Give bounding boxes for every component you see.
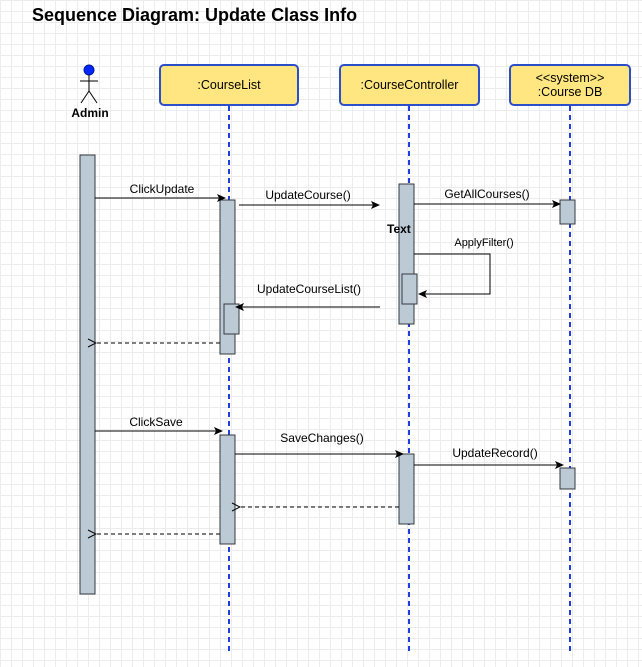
msg-clickupdate-label: ClickUpdate	[129, 182, 195, 196]
admin-actor-label: Admin	[71, 106, 109, 120]
courselist-activation-nested	[223, 303, 240, 335]
lifeline-courselist[interactable]: :CourseList	[159, 64, 299, 106]
msg-updatecourse-label: UpdateCourse()	[265, 188, 351, 202]
coursedb-activation-2	[559, 467, 576, 490]
coursecontroller-activation-2	[398, 453, 415, 525]
coursecontroller-activation-nested	[401, 273, 418, 305]
admin-activation	[79, 154, 96, 595]
lifeline-courselist-label: :CourseList	[197, 78, 261, 92]
lifeline-coursecontroller[interactable]: :CourseController	[339, 64, 480, 106]
msg-clicksave-label: ClickSave	[129, 415, 183, 429]
text-note: Text	[387, 222, 411, 236]
diagram-title: Sequence Diagram: Update Class Info	[32, 5, 358, 25]
coursedb-activation-1	[559, 199, 576, 225]
msg-updaterecord-label: UpdateRecord()	[452, 446, 538, 460]
lifeline-coursedb[interactable]: <<system>> :Course DB	[509, 64, 631, 106]
lifeline-coursedb-label: :Course DB	[537, 85, 603, 99]
msg-applyfilter-arrow	[414, 253, 491, 298]
msg-getallcourses-label: GetAllCourses()	[444, 187, 530, 201]
msg-updatecourselist-label: UpdateCourseList()	[256, 282, 362, 296]
msg-applyfilter-label: ApplyFilter()	[454, 237, 514, 249]
courselist-activation-2	[219, 434, 236, 545]
admin-actor-icon	[80, 64, 98, 104]
msg-savechanges-label: SaveChanges()	[280, 431, 364, 445]
lifeline-coursecontroller-label: :CourseController	[360, 78, 459, 92]
lifeline-coursedb-stereotype: <<system>>	[535, 71, 605, 85]
